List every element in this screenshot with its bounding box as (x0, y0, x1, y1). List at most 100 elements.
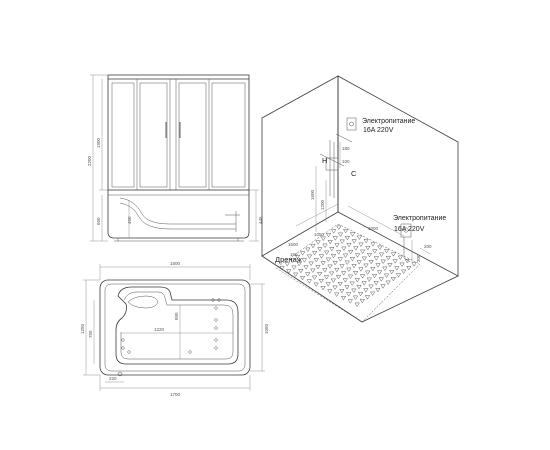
floor-pattern-triangle (352, 295, 359, 300)
front-view: 2200 1900 650 445 450 (87, 74, 263, 242)
floor-pattern-triangle (318, 279, 324, 284)
floor-pattern-triangle (354, 278, 360, 283)
floor-pattern-triangle (375, 263, 381, 268)
floor-pattern-triangle (359, 299, 365, 304)
dim-1600: 1600 (310, 189, 315, 200)
floor-pattern-triangle (389, 270, 395, 275)
floor-pattern-triangle (308, 261, 314, 266)
cabin-frame (107, 74, 250, 191)
floor-pattern-triangle (356, 235, 362, 240)
dim-inner-750: 750 (88, 330, 93, 338)
floor-pattern-triangle (320, 236, 326, 241)
floor-pattern-triangle (317, 247, 323, 252)
floor-pattern-triangle (378, 277, 384, 282)
floor-pattern-triangle (310, 268, 316, 273)
dim-width-bottom: 1700 (170, 392, 181, 397)
floor-pattern-triangle (327, 289, 333, 294)
floor-pattern-triangle (371, 274, 378, 279)
floor-pattern-triangle (385, 256, 391, 261)
floor-pattern-triangle (339, 289, 345, 294)
floor-pattern-triangle (340, 296, 347, 301)
floor-pattern-triangle (351, 264, 357, 269)
floor-pattern-triangle (368, 260, 374, 265)
floor-pattern-triangle (385, 280, 391, 285)
floor-outline (261, 255, 459, 323)
dim-inner-890: 890 (174, 312, 179, 320)
hydromassage-jets (121, 298, 221, 354)
floor-pattern-triangle (331, 229, 337, 234)
floor-pattern-triangle (329, 271, 335, 276)
floor-pattern-triangle (317, 272, 323, 277)
floor-pattern-triangle (384, 249, 390, 254)
dim-seat-height: 450 (127, 216, 132, 224)
floor-pattern-triangle (358, 292, 364, 297)
dim-tub-height: 650 (96, 217, 101, 225)
floor-pattern-triangle (315, 240, 321, 245)
floor-pattern-triangle (373, 256, 379, 261)
floor-pattern-triangle (366, 277, 372, 282)
floor-pattern-triangle (349, 281, 355, 286)
floor-pattern-triangle (286, 269, 292, 274)
floor-pattern-triangle (365, 246, 371, 251)
floor-pattern-triangle (341, 271, 347, 276)
floor-pattern-triangle (353, 271, 359, 276)
floor-pattern-triangle (313, 282, 319, 287)
floor-pattern-triangle (346, 292, 352, 297)
floor-pattern-triangle (337, 257, 343, 262)
floor-pattern-triangle (320, 286, 326, 291)
floor-pattern-triangle (387, 263, 393, 268)
floor-pattern-triangle (351, 239, 357, 244)
floor-pattern-triangle (305, 247, 311, 252)
floor-pattern-triangle (322, 243, 328, 248)
floor-pattern-triangle (365, 270, 371, 275)
power-outlet-upper (346, 117, 357, 131)
floor-pattern-triangle (313, 258, 319, 263)
floor-pattern-triangle (330, 278, 336, 283)
floor-pattern-triangle (354, 253, 361, 258)
floor-pattern-triangle (327, 240, 333, 245)
floor-pattern-triangle (397, 255, 403, 260)
floor-pattern-triangle (301, 258, 307, 263)
floor-pattern-triangle (337, 232, 344, 237)
power-label-lower: Электропитание (393, 215, 446, 222)
floor-pattern-triangle (339, 239, 345, 244)
floor-pattern-triangle (370, 242, 376, 247)
floor-pattern-triangle (324, 250, 330, 255)
floor-pattern-triangle (334, 268, 340, 273)
floor-pattern-triangle (363, 288, 369, 293)
power-outlet-lower (400, 223, 412, 238)
floor-pattern-triangle (325, 257, 331, 262)
dim-height-total: 2200 (87, 155, 92, 166)
floor-pattern-triangle (377, 270, 383, 275)
floor-pattern-triangle (342, 278, 348, 283)
floor-pattern-triangle (380, 259, 386, 264)
drain-pipe (403, 237, 411, 263)
floor-pattern-triangle (368, 284, 374, 289)
dim-200: 200 (424, 244, 432, 249)
floor-pattern-triangle (394, 266, 400, 271)
tub-backrest (119, 197, 236, 225)
floor-pattern-triangle (300, 251, 306, 256)
floor-pattern-triangle (380, 284, 386, 289)
tub-basin (115, 286, 239, 365)
floor-pattern-triangle (399, 262, 405, 267)
floor-pattern-triangle (377, 245, 383, 250)
floor-pattern-triangle (370, 267, 376, 272)
floor-pattern-triangle (296, 262, 302, 267)
floor-pattern-triangle (334, 243, 340, 248)
floor-pattern-triangle (325, 282, 331, 287)
tub-body (107, 190, 250, 239)
floor-pattern-triangle (294, 255, 301, 260)
floor-pattern-triangle (330, 254, 337, 259)
dim-depth-left: 1250 (80, 323, 85, 334)
floor-pattern-triangle (364, 295, 371, 300)
hot-water-symbol: H (322, 156, 327, 165)
floor-pattern-triangle (303, 265, 309, 270)
floor-pattern-triangle (361, 256, 367, 261)
floor-pattern-triangle (320, 261, 326, 266)
floor-pattern-triangle (356, 285, 362, 290)
floor-pattern-triangle (395, 273, 402, 278)
drain-label: Дренаж (275, 255, 302, 264)
power-label-upper: Электропитание (362, 118, 415, 125)
